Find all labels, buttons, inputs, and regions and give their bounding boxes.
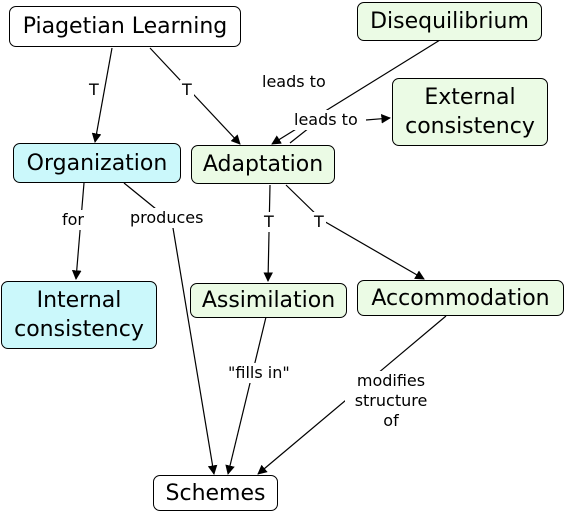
node-piagetian-learning[interactable]: Piagetian Learning [9, 6, 241, 47]
link-label-fills-in: "fills in" [226, 363, 292, 383]
edge-piaget-adaptation [149, 47, 241, 145]
node-schemes[interactable]: Schemes [153, 475, 278, 511]
link-label-for: for [60, 210, 86, 230]
edge-piaget-organization [91, 47, 113, 143]
link-label-leads-to-external: leads to [292, 110, 360, 130]
node-disequilibrium[interactable]: Disequilibrium [357, 2, 542, 41]
link-label-produces: produces [128, 208, 206, 228]
edge-leadsto-external [365, 113, 391, 124]
link-label-t-organization: T [87, 80, 101, 100]
edge-adaptation-assimilation [263, 184, 273, 282]
node-assimilation[interactable]: Assimilation [190, 283, 347, 318]
link-label-leads-to-disequilibrium: leads to [260, 72, 328, 92]
link-label-t-accommodation: T [312, 212, 326, 232]
link-label-modifies-structure-of: modifies structure of [345, 371, 437, 431]
link-label-t-assimilation: T [262, 212, 276, 232]
edge-organization-internal [71, 182, 85, 280]
node-adaptation[interactable]: Adaptation [191, 145, 335, 184]
node-accommodation[interactable]: Accommodation [357, 280, 564, 316]
node-organization[interactable]: Organization [13, 143, 181, 183]
edge-assimilation-schemes [225, 316, 267, 475]
node-internal-consistency[interactable]: Internal consistency [1, 281, 157, 349]
edge-adaptation-accommodation [285, 184, 425, 280]
node-external-consistency[interactable]: External consistency [392, 78, 548, 146]
link-label-t-adaptation: T [180, 80, 194, 100]
